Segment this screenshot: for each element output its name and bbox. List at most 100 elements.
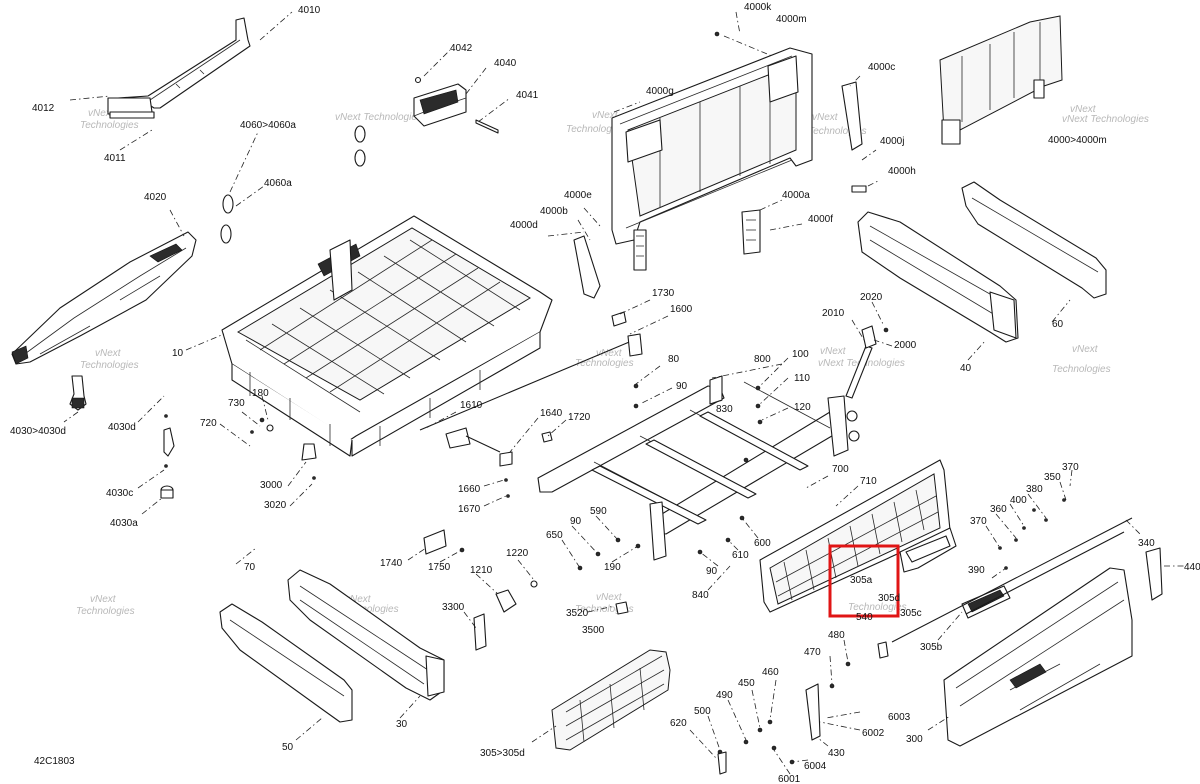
diagram-code: 42C1803 — [34, 756, 75, 767]
label-70: 70 — [244, 562, 256, 573]
label-4000j: 4000j — [880, 136, 904, 147]
label-4020: 4020 — [144, 192, 167, 203]
label-1210: 1210 — [470, 565, 493, 576]
part-4000-headache-rack — [611, 47, 813, 271]
watermark-1: vNext — [88, 108, 115, 119]
highlight-box — [828, 544, 900, 618]
watermark-1b: Technologies — [80, 120, 139, 131]
part-1600-rod — [419, 311, 643, 498]
label-380: 380 — [1026, 484, 1043, 495]
part-700-tailgate-inner — [759, 459, 957, 613]
part-screws-right — [998, 498, 1066, 570]
label-4012: 4012 — [32, 103, 55, 114]
label-350: 350 — [1044, 472, 1061, 483]
label-6004: 6004 — [804, 761, 827, 772]
watermark-13: vNext — [596, 592, 623, 603]
label-610: 610 — [732, 550, 749, 561]
label-1670: 1670 — [458, 504, 481, 515]
label-4000-4000m: 4000>4000m — [1048, 135, 1107, 146]
label-1610: 1610 — [460, 400, 483, 411]
label-650: 650 — [546, 530, 563, 541]
label-720: 720 — [200, 418, 217, 429]
part-300-tailgate-outer — [943, 567, 1133, 747]
label-4030c: 4030c — [106, 488, 133, 499]
label-4000f: 4000f — [808, 214, 833, 225]
watermark-4: vNext — [812, 112, 839, 123]
watermark-11: vNext — [90, 594, 117, 605]
label-120: 120 — [794, 402, 811, 413]
watermark-3b: Technologies — [566, 124, 625, 135]
label-100: 100 — [792, 349, 809, 360]
part-40-side-panel — [857, 211, 1019, 343]
label-4000g: 4000g — [646, 86, 674, 97]
label-1220: 1220 — [506, 548, 529, 559]
callout-labels: 4010 4012 4011 4042 4040 4041 4060>4060a… — [10, 2, 1200, 784]
label-4000a: 4000a — [782, 190, 810, 201]
label-4000e: 4000e — [564, 190, 592, 201]
label-4000h: 4000h — [888, 166, 916, 177]
label-3520: 3520 — [566, 608, 589, 619]
label-4030-4030d: 4030>4030d — [10, 426, 66, 437]
label-305d: 305d — [878, 593, 900, 604]
part-hardware-left — [250, 417, 317, 480]
label-305a: 305a — [850, 575, 873, 586]
label-305c: 305c — [900, 608, 922, 619]
label-700: 700 — [832, 464, 849, 475]
label-1730: 1730 — [652, 288, 675, 299]
part-800-frame — [537, 381, 860, 561]
label-1740: 1740 — [380, 558, 403, 569]
label-3300: 3300 — [442, 602, 465, 613]
label-4000b: 4000b — [540, 206, 568, 217]
watermark-6: vNext — [95, 348, 122, 359]
part-hardware-center — [633, 375, 763, 463]
watermark-8b: Technologies — [575, 358, 634, 369]
watermark-6b: Technologies — [80, 360, 139, 371]
label-4030d: 4030d — [108, 422, 136, 433]
label-590: 590 — [590, 506, 607, 517]
label-1600: 1600 — [670, 304, 693, 315]
label-90-c: 90 — [706, 566, 718, 577]
label-730: 730 — [228, 398, 245, 409]
label-305-305d: 305>305d — [480, 748, 525, 759]
label-4042: 4042 — [450, 43, 473, 54]
label-6003: 6003 — [888, 712, 911, 723]
label-1720: 1720 — [568, 412, 591, 423]
label-490: 490 — [716, 690, 733, 701]
label-4011: 4011 — [104, 153, 126, 164]
watermark-12: vNext — [345, 594, 372, 605]
part-10-cargo-box — [221, 215, 553, 457]
label-4010: 4010 — [298, 5, 321, 16]
label-4000m: 4000m — [776, 14, 807, 25]
label-620: 620 — [670, 718, 687, 729]
label-305b: 305b — [920, 642, 943, 653]
label-3000: 3000 — [260, 480, 283, 491]
label-1750: 1750 — [428, 562, 451, 573]
label-480: 480 — [828, 630, 845, 641]
label-3500: 3500 — [582, 625, 605, 636]
watermark-8: vNext — [596, 348, 623, 359]
label-90-b: 90 — [570, 516, 582, 527]
watermark-13b: Technologies — [575, 604, 634, 615]
watermark-2: vNext Technologies — [335, 112, 422, 123]
label-470: 470 — [804, 647, 821, 658]
label-300: 300 — [906, 734, 923, 745]
label-3020: 3020 — [264, 500, 287, 511]
watermark-11b: Technologies — [76, 606, 135, 617]
label-370-b: 370 — [970, 516, 987, 527]
label-40: 40 — [960, 363, 972, 374]
label-440: 440 — [1184, 562, 1200, 573]
label-540: 540 — [856, 612, 873, 623]
part-4060-grommets — [220, 125, 366, 244]
watermark-14: Technologies — [848, 602, 907, 613]
label-800: 800 — [754, 354, 771, 365]
label-1660: 1660 — [458, 484, 481, 495]
label-60: 60 — [1052, 319, 1064, 330]
part-4020-side-rail — [11, 231, 197, 365]
label-10: 10 — [172, 348, 184, 359]
watermark-10b: Technologies — [1052, 364, 1111, 375]
label-80: 80 — [668, 354, 680, 365]
watermark-9: vNext — [820, 346, 847, 357]
label-4000k: 4000k — [744, 2, 772, 13]
label-4060-4060a: 4060>4060a — [240, 120, 296, 131]
